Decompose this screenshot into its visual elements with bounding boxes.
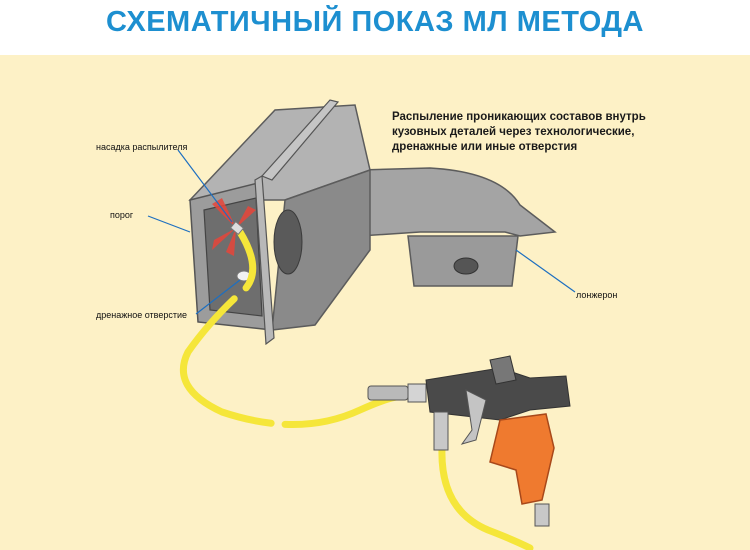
sill-top-ridge [260,99,340,181]
diagram-panel [0,55,750,550]
description-line-2: кузовных деталей через технологические, [392,126,635,138]
spray-pattern [212,198,256,256]
nozzle-tip [229,221,245,235]
spar-leader [515,249,576,293]
page-title: СХЕМАТИЧНЫЙ ПОКАЗ МЛ МЕТОДА [106,6,644,38]
spray-gun [367,355,571,527]
sill-inner-hole [273,209,303,275]
drain-hole-label: дренажное отверстие [96,310,188,320]
spar-flange [359,167,557,237]
spar-label: лонжерон [576,290,618,300]
nozzle-leader [177,149,233,223]
description-line-1: Распыление проникающих составов внутрь [392,111,646,123]
sill-label: порог [110,210,134,220]
drain-leader [195,279,241,315]
spar-hole [453,257,479,275]
sill-leader [147,215,191,233]
description-line-3: дренажные или иные отверстия [392,141,578,153]
hose-lower [438,444,534,550]
nozzle-label: насадка распылителя [96,142,188,152]
hose [180,228,414,428]
method-description: Распыление проникающих составов внутрь к… [392,110,712,155]
sill-right-wall [271,168,371,331]
sill-top [188,104,371,201]
sill-flange [254,175,275,346]
